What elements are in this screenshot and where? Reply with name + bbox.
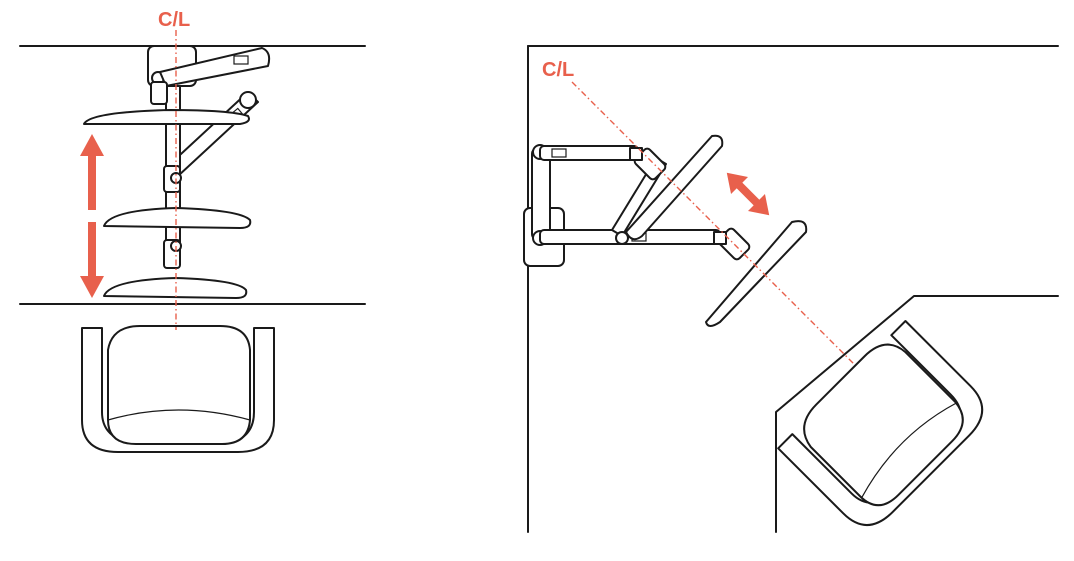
- left-panel: C/L: [19, 9, 366, 453]
- diagonal-pivot: [615, 231, 629, 245]
- chair-seat-right: [803, 343, 964, 507]
- centerline-label-left: C/L: [158, 9, 190, 31]
- arm-link-upper: [159, 47, 271, 87]
- chair-seat-front-edge-right: [861, 402, 957, 499]
- double-arrow-diagonal-icon: [726, 172, 770, 216]
- desk-cutout-edge: [775, 295, 1059, 533]
- chair-seat: [107, 325, 251, 445]
- tilt-mount-upper: [629, 147, 643, 161]
- tilt-joint-top: [150, 81, 168, 105]
- tilt-mount-lower: [713, 231, 727, 245]
- chair-seat-front-edge: [107, 409, 251, 421]
- left-chair: [81, 325, 275, 453]
- right-chair: [777, 320, 984, 527]
- monitor-middle-position: [103, 207, 252, 229]
- centerline-label-right: C/L: [542, 59, 574, 81]
- elbow-joint: [239, 91, 257, 109]
- monitor-bottom-position: [103, 277, 248, 299]
- right-arm: [523, 144, 751, 267]
- arm-column: [531, 147, 551, 241]
- right-panel: C/L: [523, 45, 1059, 533]
- double-arrow-vertical-icon: [80, 134, 104, 298]
- link-slot-right: [551, 148, 567, 158]
- monitor-far-position: [705, 220, 808, 327]
- monitor-near-position: [625, 134, 724, 241]
- arm-link-upper-right: [539, 145, 639, 161]
- left-arm: [147, 45, 271, 269]
- link-slot: [233, 55, 249, 65]
- monitor-top-position: [83, 109, 250, 125]
